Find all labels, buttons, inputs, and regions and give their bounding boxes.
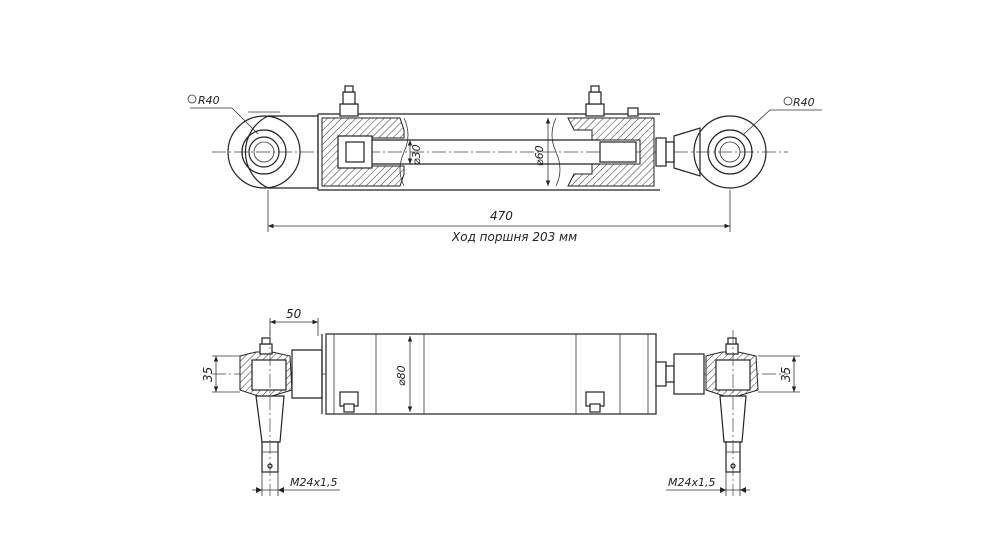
left-thread-dimension: M24x1,5 bbox=[252, 472, 340, 496]
left-ball-joint bbox=[239, 330, 293, 496]
port-fitting-left-top bbox=[339, 85, 359, 117]
cylinder-tube-top bbox=[317, 85, 660, 191]
right-thread-dimension: M24x1,5 bbox=[666, 472, 750, 496]
overall-length-dimension: 470 Ход поршня 203 мм bbox=[267, 190, 731, 244]
outer-diameter-label: ⌀80 bbox=[395, 365, 408, 386]
right-width-label: 35 bbox=[779, 367, 793, 382]
rod-diameter-dimension: ⌀30 bbox=[407, 140, 423, 165]
port-fitting-right-bottom bbox=[585, 391, 605, 413]
right-thread-label: M24x1,5 bbox=[668, 476, 716, 489]
right-width-dimension: 35 bbox=[758, 355, 800, 393]
rod-diameter-label: ⌀30 bbox=[410, 144, 423, 165]
right-rod-end bbox=[655, 115, 767, 189]
left-width-dimension: 35 bbox=[201, 355, 240, 393]
cylinder-tube-bottom bbox=[325, 333, 657, 415]
left-thread-label: M24x1,5 bbox=[290, 476, 338, 489]
top-view: R40 R40 ⌀30 ⌀60 470 Ход поршня 203 мм bbox=[187, 85, 822, 244]
offset-dimension: 50 bbox=[269, 307, 319, 336]
overall-length-label: 470 bbox=[490, 209, 513, 223]
r40-left-callout: R40 bbox=[187, 94, 259, 135]
bottom-view: 50 35 35 ⌀80 M24x1,5 bbox=[201, 307, 800, 496]
left-width-label: 35 bbox=[201, 367, 215, 382]
left-clevis bbox=[227, 111, 319, 189]
right-ball-joint bbox=[705, 330, 759, 496]
port-fitting-right-top bbox=[585, 85, 605, 117]
r40-left-label: R40 bbox=[198, 94, 220, 107]
stroke-label: Ход поршня 203 мм bbox=[451, 230, 577, 244]
r40-right-label: R40 bbox=[793, 96, 815, 109]
outer-diameter-dimension: ⌀80 bbox=[395, 336, 413, 412]
offset-label: 50 bbox=[286, 307, 302, 321]
bore-diameter-dimension: ⌀60 bbox=[533, 118, 551, 186]
r40-right-callout: R40 bbox=[743, 96, 822, 135]
port-fitting-left-bottom bbox=[339, 391, 359, 413]
bore-diameter-label: ⌀60 bbox=[533, 145, 546, 166]
